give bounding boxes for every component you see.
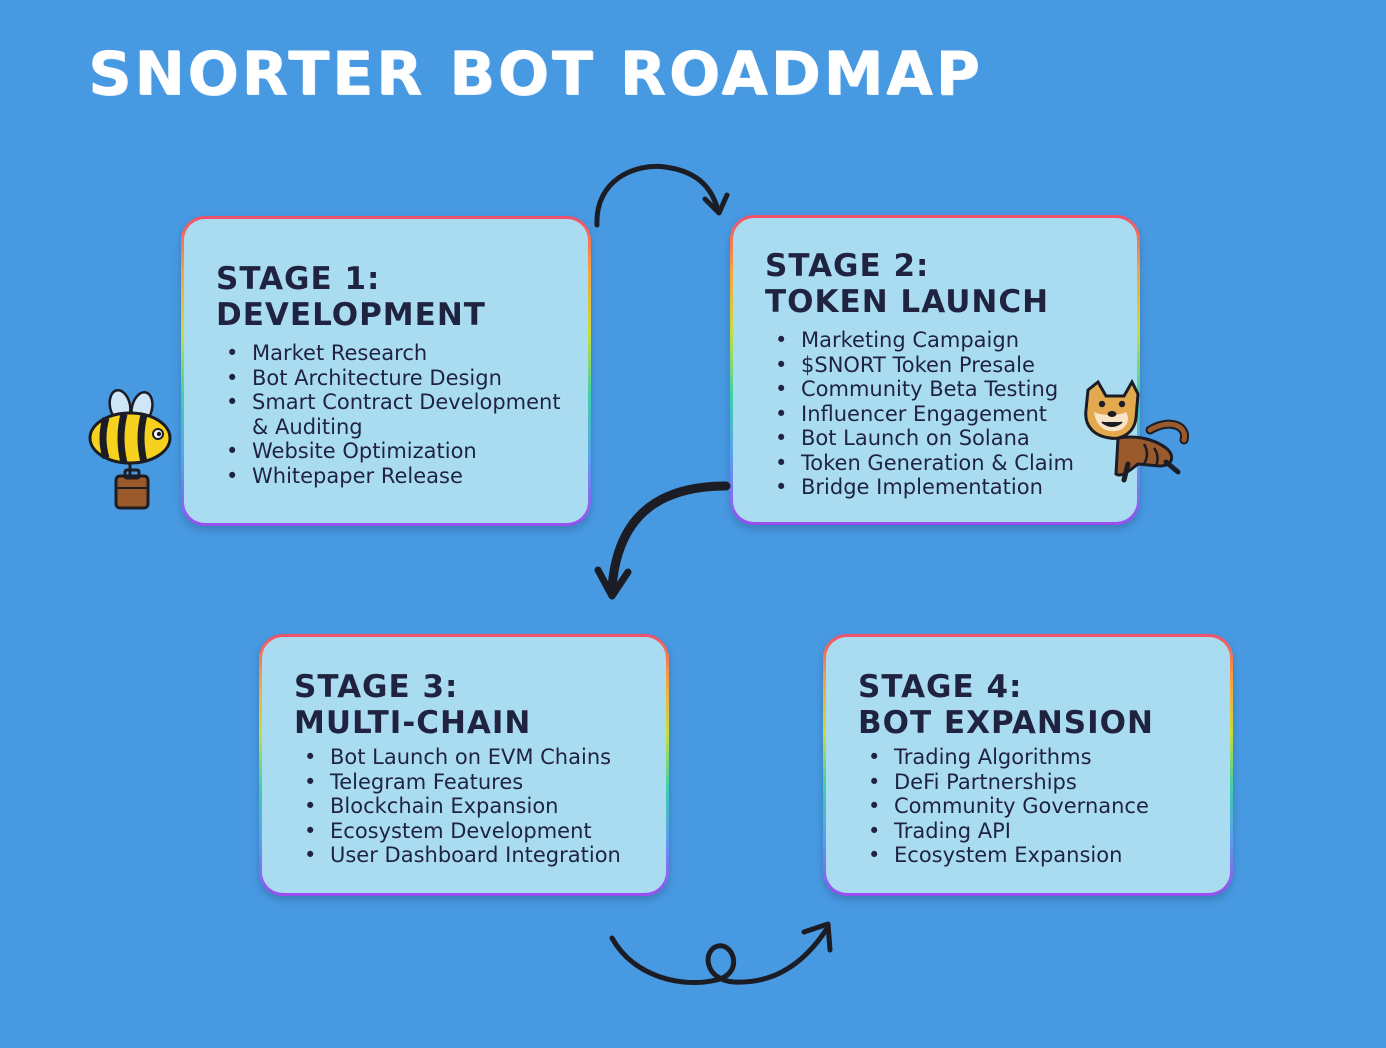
stage-4-title-line1: STAGE 4:: [858, 669, 1023, 705]
stage-1-item: Smart Contract Development & Auditing: [226, 390, 568, 439]
stage-2-title: STAGE 2: TOKEN LAUNCH: [765, 248, 1117, 320]
stage-3-item: Bot Launch on EVM Chains: [304, 745, 646, 770]
stage-1-list: Market Research Bot Architecture Design …: [216, 341, 568, 488]
stage-2-item: Bridge Implementation: [775, 475, 1117, 500]
stage-2-item: Bot Launch on Solana: [775, 426, 1117, 451]
stage-2-card: STAGE 2: TOKEN LAUNCH Marketing Campaign…: [730, 215, 1140, 525]
stage-2-item: Influencer Engagement: [775, 402, 1117, 427]
stage-1-title-line2: DEVELOPMENT: [216, 297, 486, 333]
doge-dog-icon: [1084, 378, 1189, 483]
stage-1-item: Bot Architecture Design: [226, 366, 568, 391]
stage-2-item: Marketing Campaign: [775, 328, 1117, 353]
stage-3-item: Telegram Features: [304, 770, 646, 795]
stage-3-title: STAGE 3: MULTI-CHAIN: [294, 669, 646, 741]
stage-4-card: STAGE 4: BOT EXPANSION Trading Algorithm…: [823, 634, 1233, 896]
stage-3-list: Bot Launch on EVM Chains Telegram Featur…: [294, 745, 646, 868]
stage-1-title-line1: STAGE 1:: [216, 261, 381, 297]
arrow-stage3-to-stage4-icon: [609, 921, 833, 985]
stage-3-item: Ecosystem Development: [304, 819, 646, 844]
arrow-stage1-to-stage2-icon: [594, 163, 730, 228]
stage-1-card: STAGE 1: DEVELOPMENT Market Research Bot…: [181, 216, 591, 526]
stage-2-item: Token Generation & Claim: [775, 451, 1117, 476]
stage-1-title: STAGE 1: DEVELOPMENT: [216, 261, 568, 333]
stage-2-title-line2: TOKEN LAUNCH: [765, 284, 1050, 320]
arrow-stage2-to-stage3-icon: [594, 481, 731, 600]
stage-4-item: Community Governance: [868, 794, 1210, 819]
bee-briefcase-icon: [88, 388, 172, 510]
stage-4-item: Trading API: [868, 819, 1210, 844]
stage-4-title-line2: BOT EXPANSION: [858, 705, 1154, 741]
stage-4-title: STAGE 4: BOT EXPANSION: [858, 669, 1210, 741]
stage-1-item: Market Research: [226, 341, 568, 366]
page-title: SNORTER BOT ROADMAP: [88, 39, 983, 109]
stage-4-item: DeFi Partnerships: [868, 770, 1210, 795]
stage-3-title-line1: STAGE 3:: [294, 669, 459, 705]
stage-3-item: Blockchain Expansion: [304, 794, 646, 819]
stage-2-item: $SNORT Token Presale: [775, 353, 1117, 378]
stage-2-item: Community Beta Testing: [775, 377, 1117, 402]
stage-4-item: Ecosystem Expansion: [868, 843, 1210, 868]
stage-3-card: STAGE 3: MULTI-CHAIN Bot Launch on EVM C…: [259, 634, 669, 896]
stage-1-item: Whitepaper Release: [226, 464, 568, 489]
stage-3-title-line2: MULTI-CHAIN: [294, 705, 532, 741]
stage-2-title-line1: STAGE 2:: [765, 248, 930, 284]
stage-1-item: Website Optimization: [226, 439, 568, 464]
stage-2-list: Marketing Campaign $SNORT Token Presale …: [765, 328, 1117, 500]
stage-4-item: Trading Algorithms: [868, 745, 1210, 770]
stage-3-item: User Dashboard Integration: [304, 843, 646, 868]
stage-4-list: Trading Algorithms DeFi Partnerships Com…: [858, 745, 1210, 868]
